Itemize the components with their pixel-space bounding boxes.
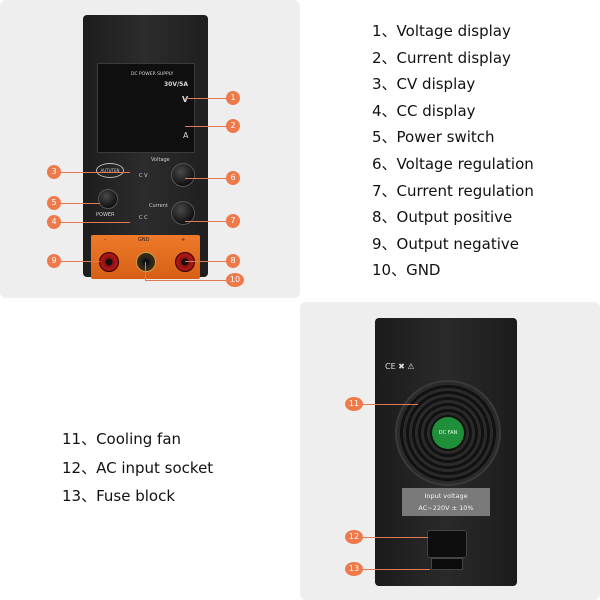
label-current: Current: [149, 203, 168, 209]
ce-mark-icon: CE ✖ ⚠: [385, 362, 415, 371]
callout-7: 7: [226, 214, 240, 228]
callout-vline-10: [145, 262, 146, 280]
negative-terminal[interactable]: [99, 252, 119, 272]
gnd-terminal[interactable]: [136, 252, 156, 272]
legend-item: 5、Power switch: [372, 128, 495, 147]
brand-logo: AUTUTEN: [96, 163, 124, 178]
power-switch[interactable]: [98, 189, 118, 209]
front-panel-photo: DC POWER SUPPLY 30V/5A V A AUTUTEN Volta…: [0, 0, 300, 298]
callout-line-5: [60, 203, 100, 204]
ac-input-socket[interactable]: [427, 530, 467, 558]
legend-item: 9、Output negative: [372, 234, 520, 253]
callout-12: 12: [345, 530, 363, 544]
lcd-rating: 30V/5A: [164, 81, 189, 88]
lcd-display: DC POWER SUPPLY 30V/5A V A: [97, 63, 195, 153]
lcd-title: DC POWER SUPPLY: [131, 72, 174, 77]
callout-line-10: [145, 280, 227, 281]
label-gnd: GND: [138, 237, 150, 243]
cooling-fan: DC FAN: [395, 380, 501, 486]
legend-item: 7、Current regulation: [372, 181, 534, 200]
callout-3: 3: [47, 165, 61, 179]
callout-line-13: [358, 569, 430, 570]
voltage-sticker: Input voltage AC~220V ± 10%: [402, 488, 490, 516]
callout-5: 5: [47, 196, 61, 210]
label-voltage: Voltage: [151, 157, 170, 163]
callout-line-7: [185, 221, 227, 222]
callout-13: 13: [345, 562, 363, 576]
label-minus: -: [104, 237, 106, 243]
current-knob[interactable]: [171, 201, 195, 225]
voltage-knob[interactable]: [171, 163, 195, 187]
fan-hub: DC FAN: [432, 417, 464, 449]
callout-2: 2: [226, 119, 240, 133]
callout-10: 10: [226, 273, 244, 287]
sticker-line-2: AC~220V ± 10%: [418, 504, 474, 512]
positive-terminal[interactable]: [175, 252, 195, 272]
callout-6: 6: [226, 171, 240, 185]
callout-line-4: [60, 222, 130, 223]
legend-item: 3、CV display: [372, 75, 476, 94]
callout-11: 11: [345, 397, 363, 411]
callout-4: 4: [47, 215, 61, 229]
callout-line-8: [185, 261, 227, 262]
legend-back: 11、Cooling fan 12、AC input socket 13、Fus…: [62, 428, 213, 514]
legend-front: 1、Voltage display 2、Current display 3、CV…: [372, 20, 534, 286]
lcd-volt-unit: V: [182, 95, 189, 104]
callout-1: 1: [226, 91, 240, 105]
label-power: POWER: [96, 212, 115, 218]
power-supply-back: CE ✖ ⚠ DC FAN Input voltage AC~220V ± 10…: [375, 318, 517, 586]
legend-item: 2、Current display: [372, 48, 511, 67]
callout-9: 9: [47, 254, 61, 268]
label-cv: C V: [139, 173, 148, 179]
callout-line-2: [185, 126, 227, 127]
legend-item: 10、GND: [372, 261, 441, 280]
callout-8: 8: [226, 254, 240, 268]
lcd-amp-unit: A: [183, 131, 189, 140]
legend-item: 11、Cooling fan: [62, 430, 182, 448]
power-supply-front: DC POWER SUPPLY 30V/5A V A AUTUTEN Volta…: [83, 15, 208, 279]
sticker-line-1: Input voltage: [424, 492, 468, 500]
legend-item: 12、AC input socket: [62, 458, 214, 477]
callout-line-11: [358, 404, 418, 405]
legend-item: 6、Voltage regulation: [372, 154, 534, 173]
legend-item: 13、Fuse block: [62, 487, 176, 505]
callout-line-9: [60, 261, 100, 262]
legend-item: 4、CC display: [372, 101, 476, 120]
callout-line-6: [185, 178, 227, 179]
fuse-block[interactable]: [431, 558, 463, 570]
label-cc: C C: [139, 215, 148, 221]
legend-item: 1、Voltage display: [372, 22, 511, 40]
callout-line-1: [185, 98, 227, 99]
callout-line-3: [60, 172, 130, 173]
legend-item: 8、Output positive: [372, 208, 513, 227]
label-plus: +: [181, 237, 186, 243]
callout-line-12: [358, 537, 428, 538]
